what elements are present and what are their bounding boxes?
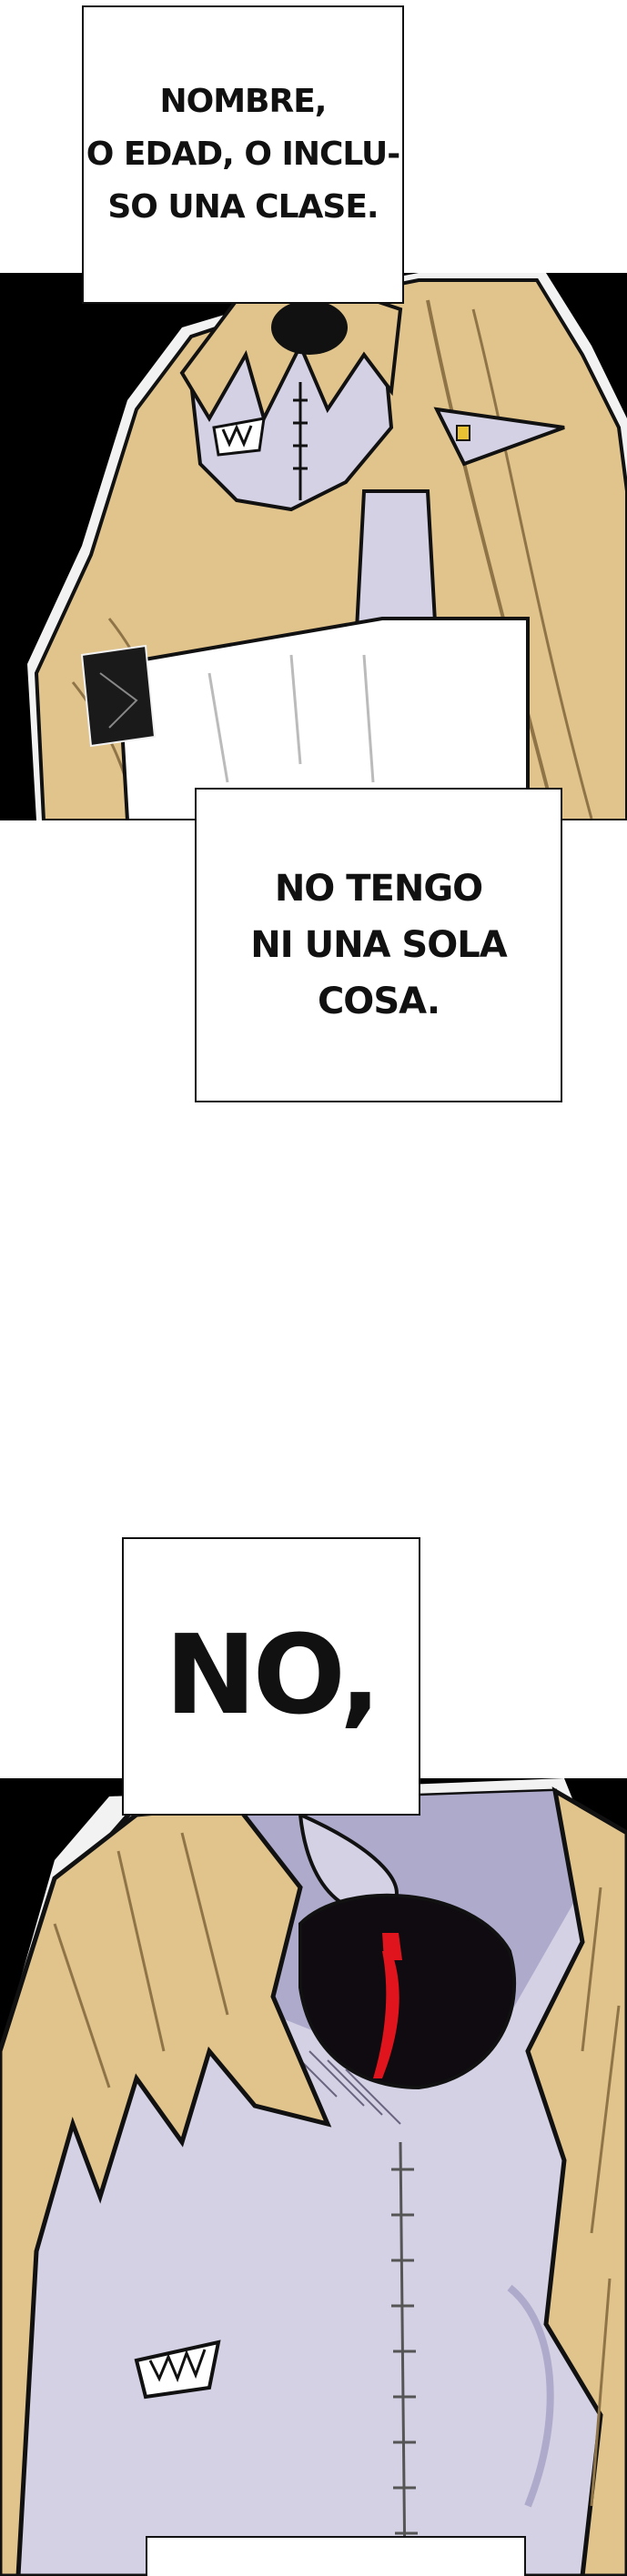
character-profile-illustration [0, 273, 627, 820]
narration-box-4 [146, 2536, 526, 2576]
panel-character-profile [0, 273, 627, 820]
narration-box-3: NO, [122, 1537, 420, 1816]
character-closeup-illustration [0, 1778, 627, 2576]
panel-character-closeup [0, 1778, 627, 2576]
narration-box-1: NOMBRE, O EDAD, O INCLU- SO UNA CLASE. [82, 5, 404, 304]
narration-box-2: NO TENGO NI UNA SOLA COSA. [195, 788, 562, 1102]
